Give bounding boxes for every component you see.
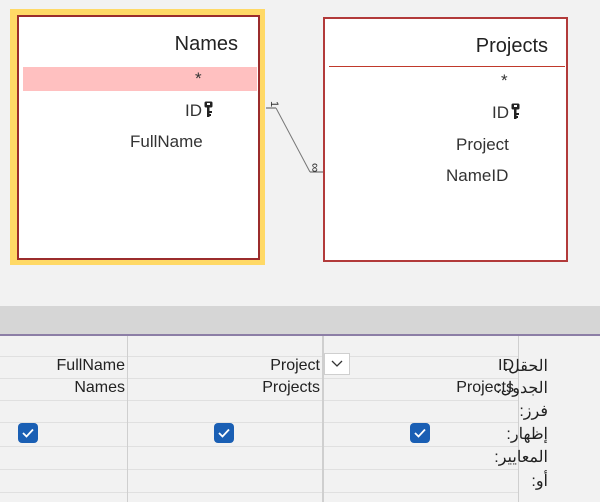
grid-field-cell[interactable]: FullName: [56, 357, 125, 374]
one-side-marker: 1: [268, 101, 280, 107]
field-all-names[interactable]: *: [195, 69, 202, 88]
selected-field-highlight: [23, 67, 257, 91]
field-all-projects[interactable]: *: [501, 71, 508, 90]
field-id-projects[interactable]: ID: [492, 103, 520, 123]
show-checkbox[interactable]: [410, 423, 430, 443]
many-side-marker: ∞: [308, 163, 323, 172]
table-projects[interactable]: Projects * ID Project NameID: [323, 17, 568, 262]
grid-table-cell[interactable]: Projects: [262, 379, 320, 396]
row-label-sort: فرز:: [519, 403, 548, 420]
show-checkbox[interactable]: [18, 423, 38, 443]
field-nameid[interactable]: NameID: [446, 166, 509, 185]
chevron-down-icon: [331, 360, 343, 367]
grid-column-3[interactable]: FullName Names: [0, 336, 128, 502]
row-label-or: أو:: [531, 473, 548, 490]
field-id-names[interactable]: ID: [185, 101, 213, 121]
check-icon: [414, 428, 426, 438]
table-title-projects: Projects: [475, 35, 548, 57]
check-icon: [218, 428, 230, 438]
grid-column-1[interactable]: ID Projects: [323, 336, 519, 502]
check-icon: [22, 428, 34, 438]
grid-field-cell[interactable]: Project: [270, 357, 320, 374]
key-icon: [204, 101, 213, 117]
row-label-show: إظهار:: [506, 426, 548, 443]
grid-field-cell[interactable]: ID: [498, 357, 514, 374]
field-dropdown[interactable]: [324, 353, 350, 375]
query-grid: ID Projects Project Projects FullName Na…: [0, 336, 600, 502]
table-title-names: Names: [174, 33, 238, 55]
grid-table-cell[interactable]: Names: [74, 379, 125, 396]
show-checkbox[interactable]: [214, 423, 234, 443]
pane-splitter[interactable]: [0, 306, 600, 336]
row-label-table: الجدول:: [496, 380, 548, 397]
relationship-line[interactable]: 1 ∞: [0, 0, 600, 306]
grid-column-2[interactable]: Project Projects: [128, 336, 323, 502]
row-label-field: الحقل:: [503, 358, 548, 375]
field-project[interactable]: Project: [456, 135, 509, 154]
grid-table-cell[interactable]: Projects: [456, 379, 514, 396]
title-divider: [329, 66, 565, 67]
query-design-area: Names * ID FullName Projects * ID Projec…: [0, 0, 600, 306]
row-label-criteria: المعايير:: [494, 449, 548, 466]
key-icon: [511, 103, 520, 119]
field-fullname[interactable]: FullName: [130, 132, 203, 151]
table-names[interactable]: Names * ID FullName: [17, 15, 260, 260]
